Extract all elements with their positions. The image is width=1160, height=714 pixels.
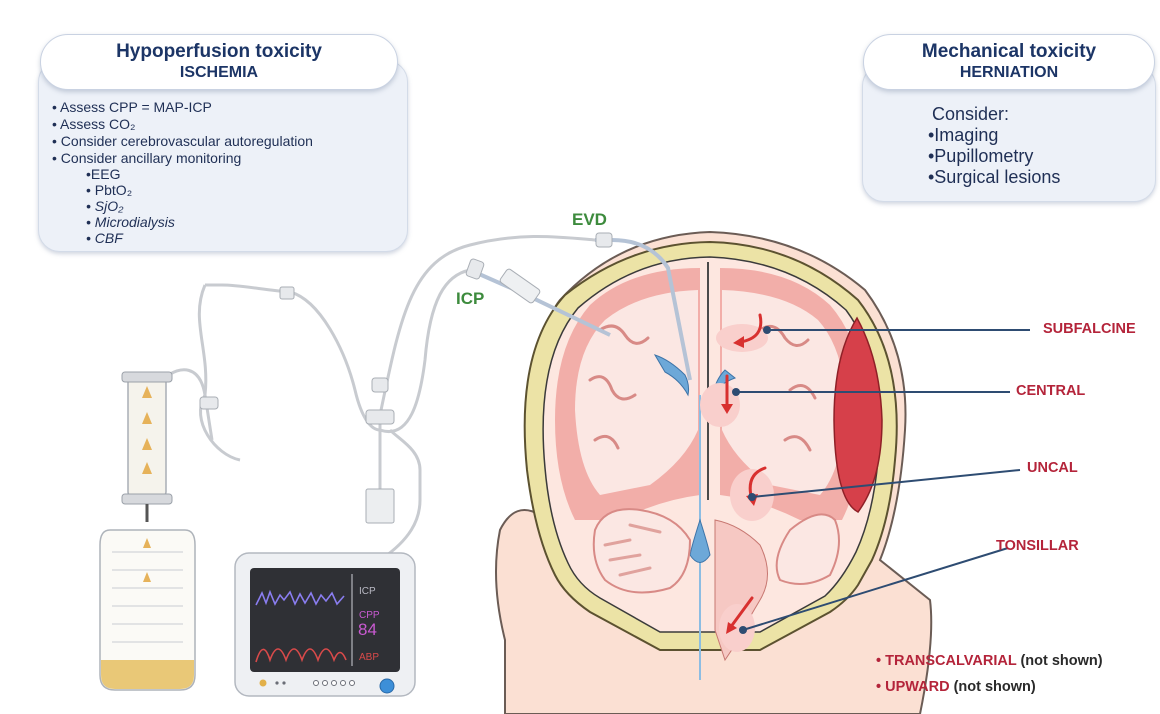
hypo-subitem: • CBF [86, 230, 123, 246]
stopcock [200, 287, 394, 523]
note-suffix: (not shown) [954, 679, 1036, 695]
note-bullet: • [876, 653, 881, 669]
bedside-monitor [235, 553, 415, 696]
mech-item: •Surgical lesions [928, 167, 1060, 188]
note-bullet: • [876, 679, 881, 695]
mech-item: •Imaging [928, 125, 998, 146]
hypo-item: • Consider ancillary monitoring [52, 150, 241, 166]
label-subfalcine: SUBFALCINE [1043, 321, 1136, 337]
label-uncal: UNCAL [1027, 460, 1078, 476]
collection-bag [100, 530, 195, 690]
note-transcalvarial: • TRANSCALVARIAL (not shown) [876, 653, 1103, 669]
monitor-icp-label: ICP [359, 586, 376, 597]
label-central: CENTRAL [1016, 383, 1085, 399]
hypo-subitem: • PbtO₂ [86, 182, 132, 198]
hypo-item: • Assess CO₂ [52, 116, 135, 132]
icp-label: ICP [456, 289, 484, 309]
mechanical-heading: Mechanical toxicity HERNIATION [863, 34, 1155, 90]
hypoperfusion-heading: Hypoperfusion toxicity ISCHEMIA [40, 34, 398, 90]
hypo-subitem: • Microdialysis [86, 214, 175, 230]
mech-item: •Pupillometry [928, 146, 1033, 167]
hypo-item: • Assess CPP = MAP-ICP [52, 99, 212, 115]
note-suffix: (not shown) [1020, 653, 1102, 669]
hypo-subitem: •EEG [86, 166, 120, 182]
drip-chamber [122, 372, 172, 522]
head-cross-section [496, 232, 931, 714]
note-upward: • UPWARD (not shown) [876, 679, 1036, 695]
monitor-cpp-value: 84 [358, 621, 377, 639]
note-label: TRANSCALVARIAL [885, 653, 1016, 669]
hypo-item: • Consider cerebrovascular autoregulatio… [52, 133, 313, 149]
evd-label: EVD [572, 210, 607, 230]
mechanical-subtitle: HERNIATION [864, 63, 1154, 82]
hypo-subitem: • SjO₂ [86, 198, 123, 214]
hypoperfusion-subtitle: ISCHEMIA [41, 63, 397, 82]
note-label: UPWARD [885, 679, 949, 695]
mechanical-title: Mechanical toxicity [864, 41, 1154, 63]
hypoperfusion-title: Hypoperfusion toxicity [41, 41, 397, 63]
mech-consider: Consider: [932, 104, 1009, 125]
label-tonsillar: TONSILLAR [996, 538, 1079, 554]
monitor-abp-label: ABP [359, 652, 379, 663]
